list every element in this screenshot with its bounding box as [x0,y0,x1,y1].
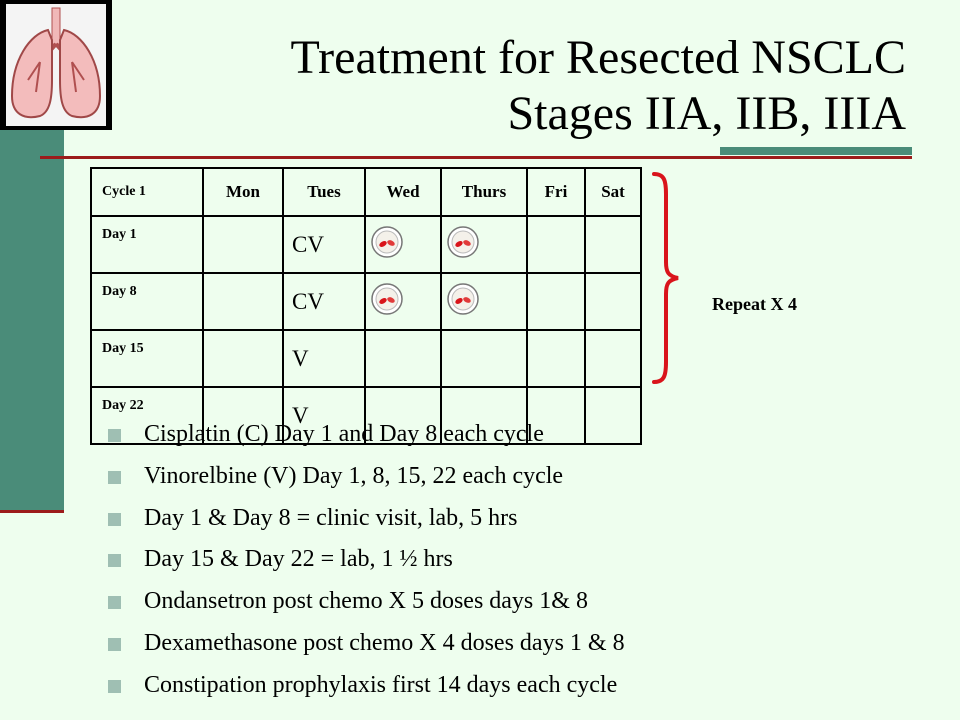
mon-cell [202,329,284,388]
bullet-square-icon [108,596,121,610]
schedule-table: Cycle 1 Mon Tues Wed Thurs Fri Sat Day 1… [90,167,642,445]
list-item: Constipation prophylaxis first 14 days e… [108,665,625,707]
header-fri: Fri [526,167,586,217]
thurs-cell [440,329,528,388]
bullet-text: Cisplatin (C) Day 1 and Day 8 each cycle [144,421,544,447]
day-label: Day 8 [90,272,204,331]
table-row: Day 1 CV [90,215,642,274]
header-wed: Wed [364,167,442,217]
sat-cell [584,329,642,388]
thurs-cell [440,215,528,274]
title-divider-accent [720,147,912,155]
sat-cell [584,386,642,445]
pill-cup-icon [446,282,480,321]
bullet-square-icon [108,679,121,693]
bullet-text: Day 15 & Day 22 = lab, 1 ½ hrs [144,546,453,573]
bullet-text: Constipation prophylaxis first 14 days e… [144,671,618,698]
schedule-header-row: Cycle 1 Mon Tues Wed Thurs Fri Sat [90,167,642,217]
pill-cup-icon [370,282,404,321]
list-item: Ondansetron post chemo X 5 doses days 1&… [108,581,625,623]
list-item: Cisplatin (C) Day 1 and Day 8 each cycle [108,414,625,456]
header-sat: Sat [584,167,642,217]
mon-cell [202,272,284,331]
day-label: Day 15 [90,329,204,388]
header-thurs: Thurs [440,167,528,217]
wed-cell [364,386,442,445]
tues-drug-cell: V [282,386,366,445]
fri-cell [526,386,586,445]
tues-drug-cell: CV [282,272,366,331]
list-item: Day 1 & Day 8 = clinic visit, lab, 5 hrs [108,498,625,540]
list-item: Vinorelbine (V) Day 1, 8, 15, 22 each cy… [108,456,625,498]
title-line-1: Treatment for Resected NSCLC [290,31,906,84]
fri-cell [526,329,586,388]
fri-cell [526,215,586,274]
mon-cell [202,215,284,274]
table-row: Day 15 V [90,329,642,388]
bullet-square-icon [108,429,121,442]
wed-cell [364,329,442,388]
header-tues: Tues [282,167,366,217]
bullet-square-icon [108,470,121,484]
list-item: Dexamethasone post chemo X 4 doses days … [108,623,625,665]
tues-drug-cell: CV [282,215,366,274]
wed-cell [364,272,442,331]
title-line-2: Stages IIA, IIB, IIIA [507,87,906,140]
day-label: Day 1 [90,215,204,274]
table-row: Day 8 CV [90,272,642,331]
thurs-cell [440,272,528,331]
thurs-cell [440,386,528,445]
pill-cup-icon [446,225,480,264]
bullet-text: Vinorelbine (V) Day 1, 8, 15, 22 each cy… [144,462,564,489]
header-mon: Mon [202,167,284,217]
tues-drug-cell: V [282,329,366,388]
side-accent-rule [0,510,64,513]
wed-cell [364,215,442,274]
pill-cup-icon [370,225,404,264]
list-item: Day 15 & Day 22 = lab, 1 ½ hrs [108,539,625,581]
bullet-text: Dexamethasone post chemo X 4 doses days … [144,629,625,656]
bullet-square-icon [108,512,121,526]
fri-cell [526,272,586,331]
title-divider [40,156,912,159]
right-brace-icon [652,172,679,384]
bullet-list: Cisplatin (C) Day 1 and Day 8 each cycle… [108,414,625,707]
lungs-icon [0,0,112,130]
bullet-square-icon [108,554,121,568]
header-cycle: Cycle 1 [90,167,204,217]
sat-cell [584,215,642,274]
mon-cell [202,386,284,445]
bullet-text: Day 1 & Day 8 = clinic visit, lab, 5 hrs [144,504,518,531]
side-accent-bar [0,112,64,512]
bullet-square-icon [108,637,121,651]
bullet-text: Ondansetron post chemo X 5 doses days 1&… [144,588,588,615]
sat-cell [584,272,642,331]
page-title: Treatment for Resected NSCLC Stages IIA,… [140,30,906,142]
repeat-label: Repeat X 4 [712,294,797,314]
